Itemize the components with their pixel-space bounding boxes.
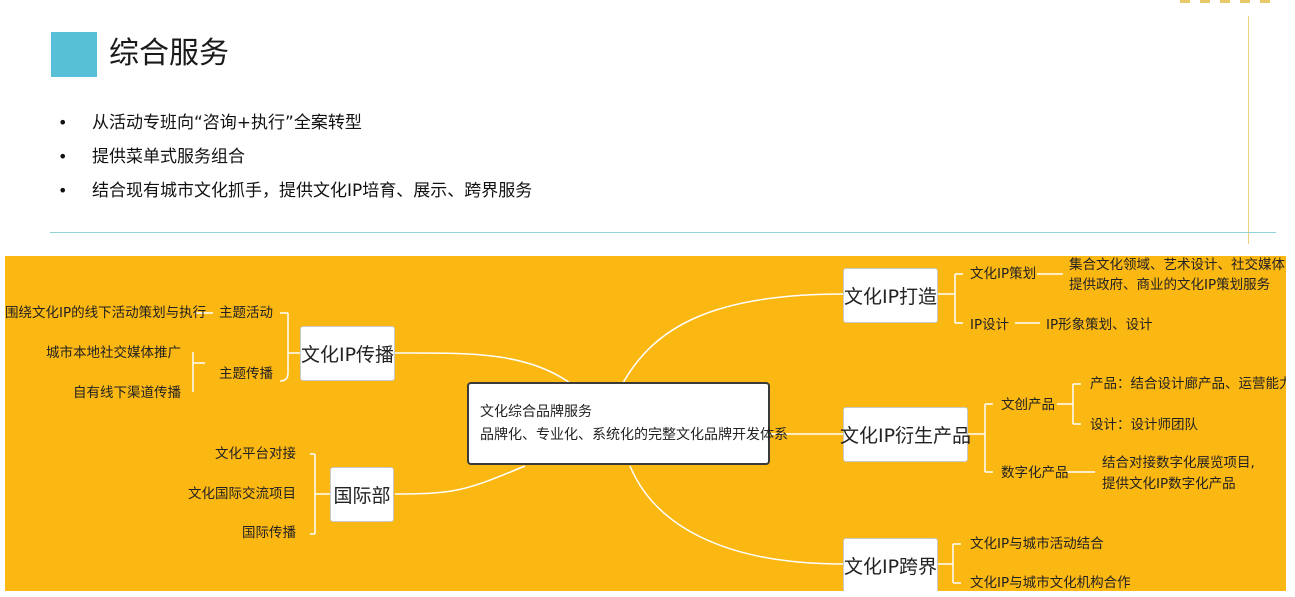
bullet-list: 从活动专班向“咨询+执行”全案转型 提供菜单式服务组合 结合现有城市文化抓手，提… bbox=[58, 106, 532, 208]
mind-map: 文化综合品牌服务 品牌化、专业化、系统化的完整文化品牌开发体系 文化IP传播 主… bbox=[5, 256, 1286, 591]
center-title: 文化综合品牌服务 bbox=[480, 403, 592, 420]
title-accent-square bbox=[51, 32, 97, 77]
leaf-cehua-1: 集合文化领域、艺术设计、社交媒体专家， bbox=[1069, 257, 1286, 273]
page-title: 综合服务 bbox=[109, 36, 229, 71]
leaf-guoji-1: 文化平台对接 bbox=[215, 446, 296, 462]
node-theme-activity: 主题活动 bbox=[219, 305, 273, 321]
divider-line bbox=[50, 232, 1276, 233]
leaf-kuajie-2: 文化IP与城市文化机构合作 bbox=[970, 575, 1131, 591]
center-subtitle: 品牌化、专业化、系统化的完整文化品牌开发体系 bbox=[480, 426, 788, 443]
leaf-sheji: IP形象策划、设计 bbox=[1046, 317, 1153, 333]
node-wenchuang: 文创产品 bbox=[1001, 397, 1055, 413]
node-ip-chuanbo: 文化IP传播 bbox=[300, 326, 395, 381]
mind-map-connectors bbox=[192, 273, 1095, 584]
leaf-guoji-3: 国际传播 bbox=[242, 525, 296, 541]
leaf-shuzi-2: 提供文化IP数字化产品 bbox=[1102, 476, 1236, 492]
bullet-item: 提供菜单式服务组合 bbox=[58, 140, 532, 174]
node-ip-sheji: IP设计 bbox=[970, 317, 1010, 333]
node-label: 文化IP打造 bbox=[843, 286, 938, 308]
node-label: 文化IP衍生产品 bbox=[839, 425, 972, 447]
leaf-guoji-2: 文化国际交流项目 bbox=[188, 486, 296, 502]
node-ip-cehua: 文化IP策划 bbox=[970, 266, 1037, 282]
node-guoji: 国际部 bbox=[330, 467, 394, 522]
leaf-theme-activity: 围绕文化IP的线下活动策划与执行 bbox=[5, 305, 207, 321]
node-label: 文化IP跨界 bbox=[843, 556, 938, 578]
node-ip-dazao: 文化IP打造 bbox=[843, 268, 938, 323]
center-node: 文化综合品牌服务 品牌化、专业化、系统化的完整文化品牌开发体系 bbox=[467, 382, 788, 465]
leaf-wenchuang-2: 设计：设计师团队 bbox=[1090, 417, 1198, 433]
leaf-kuajie-1: 文化IP与城市活动结合 bbox=[970, 536, 1104, 552]
leaf-cehua-2: 提供政府、商业的文化IP策划服务 bbox=[1069, 277, 1271, 293]
leaf-theme-spread-2: 自有线下渠道传播 bbox=[73, 385, 181, 401]
node-ip-kuajie: 文化IP跨界 bbox=[843, 538, 938, 591]
node-theme-spread: 主题传播 bbox=[219, 366, 273, 382]
leaf-theme-spread-1: 城市本地社交媒体推广 bbox=[46, 345, 181, 361]
node-ip-yansheng: 文化IP衍生产品 bbox=[839, 407, 972, 462]
node-label: 国际部 bbox=[333, 485, 391, 507]
top-decoration bbox=[1180, 0, 1270, 3]
leaf-wenchuang-1: 产品：结合设计廊产品、运营能力 bbox=[1090, 376, 1286, 392]
node-label: 文化IP传播 bbox=[300, 344, 395, 366]
bullet-item: 结合现有城市文化抓手，提供文化IP培育、展示、跨界服务 bbox=[58, 174, 532, 208]
vertical-decoration-line bbox=[1248, 16, 1249, 244]
node-shuzi: 数字化产品 bbox=[1001, 465, 1069, 481]
bullet-item: 从活动专班向“咨询+执行”全案转型 bbox=[58, 106, 532, 140]
leaf-shuzi-1: 结合对接数字化展览项目, bbox=[1102, 455, 1255, 471]
